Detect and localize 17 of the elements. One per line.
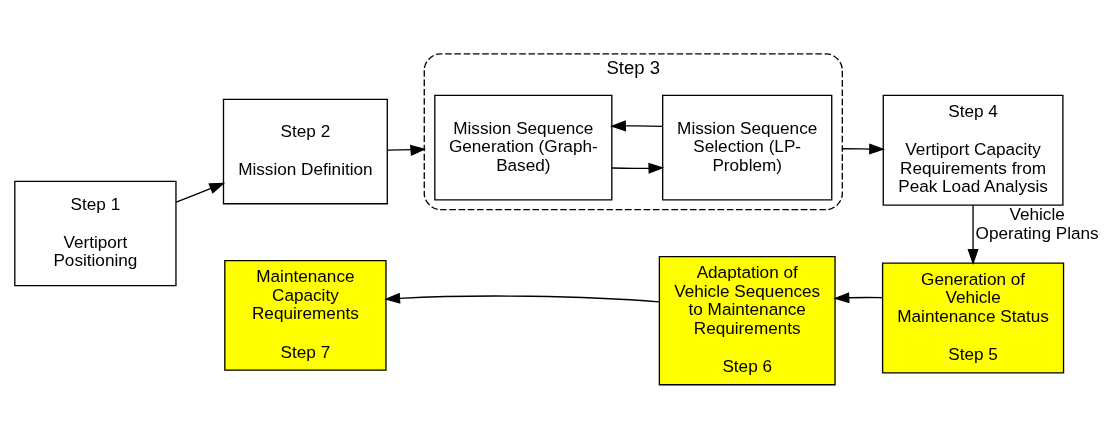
arrow xyxy=(610,119,663,131)
arrow xyxy=(833,291,884,303)
arrow xyxy=(386,144,427,156)
arrow xyxy=(967,204,979,265)
node-box: Mission Sequence Generation (Graph-Based) xyxy=(434,94,613,200)
node-box: Step 1 Vertiport Positioning xyxy=(14,180,177,286)
node-box: Step 4 Vertiport Capacity Requirements from Peak Load Analysis xyxy=(882,94,1064,206)
node-box: Step 2 Mission Definition xyxy=(222,98,388,204)
node-box: Mission Sequence Selection (LP-Problem) xyxy=(662,94,833,200)
node-box: Adaptation of Vehicle Sequences to Maintenance Requirements Step 6 xyxy=(658,255,836,385)
arrow xyxy=(611,162,665,174)
edge-label: Vehicle Operating Plans xyxy=(975,203,1099,243)
node-box: Generation of Vehicle Maintenance Status Step 5 xyxy=(881,262,1065,373)
arrow xyxy=(841,143,886,155)
arrow xyxy=(175,182,226,203)
arrow xyxy=(384,292,660,304)
node-box: Maintenance Capacity Requirements Step 7 xyxy=(224,259,387,371)
